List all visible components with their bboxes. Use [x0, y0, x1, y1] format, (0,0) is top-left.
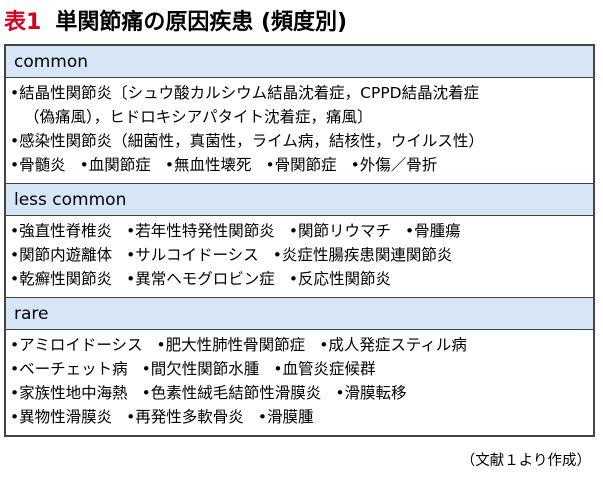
disease-item: •異物性滑膜炎 [10, 408, 113, 426]
table-line: •家族性地中海熱 •色素性絨毛結節性滑膜炎 •滑膜転移 [10, 381, 593, 405]
disease-item: •反応性関節炎 [288, 270, 391, 288]
disease-item: •肥大性肺性骨関節症 [156, 336, 306, 354]
disease-item: •間欠性関節水腫 [141, 360, 260, 378]
table-line: （偽痛風），ヒドロキシアパタイト沈着症，痛風〕 [10, 105, 593, 129]
table-line: •関節内遊離体 •サルコイドーシス •炎症性腸疾患関連関節炎 [10, 243, 593, 267]
table-line: •異物性滑膜炎 •再発性多軟骨炎 •滑膜腫 [10, 405, 593, 429]
disease-item: •ベーチェット病 [10, 360, 128, 378]
table-line: •強直性脊椎炎 •若年性特発性関節炎 •関節リウマチ •骨腫瘍 [10, 219, 593, 243]
disease-item: •アミロイドーシス [10, 336, 143, 354]
table-title: 表1 単関節痛の原因疾患 (頻度別) [4, 2, 347, 38]
table-title-text: 単関節痛の原因疾患 (頻度別) [55, 10, 348, 35]
disease-item: •炎症性腸疾患関連関節炎 [272, 246, 453, 264]
disease-item: •骨腫瘍 [404, 222, 461, 240]
table-line: •アミロイドーシス •肥大性肺性骨関節症 •成人発症スティル病 [10, 333, 593, 357]
cause-table: common •結晶性関節炎〔シュウ酸カルシウム結晶沈着症，CPPD結晶沈着症 （偽… [4, 44, 595, 437]
disease-item: •再発性多軟骨炎 [126, 408, 244, 426]
disease-item: •感染性関節炎（細菌性，真菌性，ライム病，結核性，ウイルス性） [10, 132, 484, 150]
section-less-common: less common•強直性脊椎炎•若年性特発性関節炎•関節リウマチ•骨腫瘍•… [6, 183, 593, 297]
disease-item: •滑膜転移 [335, 384, 407, 402]
source-note: （文献１より作成） [460, 453, 591, 469]
disease-item: •サルコイドーシス [126, 246, 259, 264]
disease-item: •無血性壊死 [164, 156, 252, 174]
table-line: •感染性関節炎（細菌性，真菌性，ライム病，結核性，ウイルス性） [10, 129, 593, 153]
section-header: rare [6, 297, 593, 330]
section-common: common •結晶性関節炎〔シュウ酸カルシウム結晶沈着症，CPPD結晶沈着症 （偽… [6, 46, 593, 183]
section-rare: rare •アミロイドーシス •肥大性肺性骨関節症 •成人発症スティル病 •ベーチェット… [6, 297, 593, 435]
table-line: •結晶性関節炎〔シュウ酸カルシウム結晶沈着症，CPPD結晶沈着症 [10, 81, 593, 105]
section-body: •強直性脊椎炎 •若年性特発性関節炎 •関節リウマチ •骨腫瘍 •関節内遊離体 •サルコイ… [6, 216, 593, 297]
disease-item: •滑膜腫 [257, 408, 314, 426]
section-header: common [6, 46, 593, 78]
table-line: •ベーチェット病 •間欠性関節水腫 •血管炎症候群 [10, 357, 593, 381]
table-line: •骨髄炎 •血関節症 •無血性壊死 •骨関節症 •外傷／骨折 [10, 153, 593, 177]
disease-item: •家族性地中海熱 [10, 384, 128, 402]
section-header: less common [6, 183, 593, 216]
disease-item: •強直性脊椎炎 [10, 222, 113, 240]
disease-item: •血管炎症候群 [273, 360, 376, 378]
disease-item: •骨関節症 [265, 156, 337, 174]
disease-item: •骨髄炎 [10, 156, 66, 174]
table-number: 表1 [4, 10, 42, 35]
table-line: •乾癬性関節炎 •異常ヘモグロビン症 •反応性関節炎 [10, 267, 593, 291]
section-body: •結晶性関節炎〔シュウ酸カルシウム結晶沈着症，CPPD結晶沈着症 （偽痛風），ヒド… [6, 78, 593, 183]
disease-item: •異常ヘモグロビン症 [126, 270, 275, 288]
disease-item: •関節リウマチ [288, 222, 391, 240]
disease-item: （偽痛風），ヒドロキシアパタイト沈着症，痛風〕 [24, 108, 373, 126]
section-body: •アミロイドーシス •肥大性肺性骨関節症 •成人発症スティル病 •ベーチェット病 •間欠… [6, 330, 593, 435]
disease-item: •外傷／骨折 [350, 156, 438, 174]
disease-item: •血関節症 [79, 156, 151, 174]
disease-item: •若年性特発性関節炎 [126, 222, 275, 240]
disease-item: •結晶性関節炎〔シュウ酸カルシウム結晶沈着症，CPPD結晶沈着症 [10, 84, 480, 102]
disease-item: •成人発症スティル病 [319, 336, 467, 354]
disease-item: •関節内遊離体 [10, 246, 113, 264]
disease-item: •乾癬性関節炎 [10, 270, 113, 288]
disease-item: •色素性絨毛結節性滑膜炎 [141, 384, 322, 402]
